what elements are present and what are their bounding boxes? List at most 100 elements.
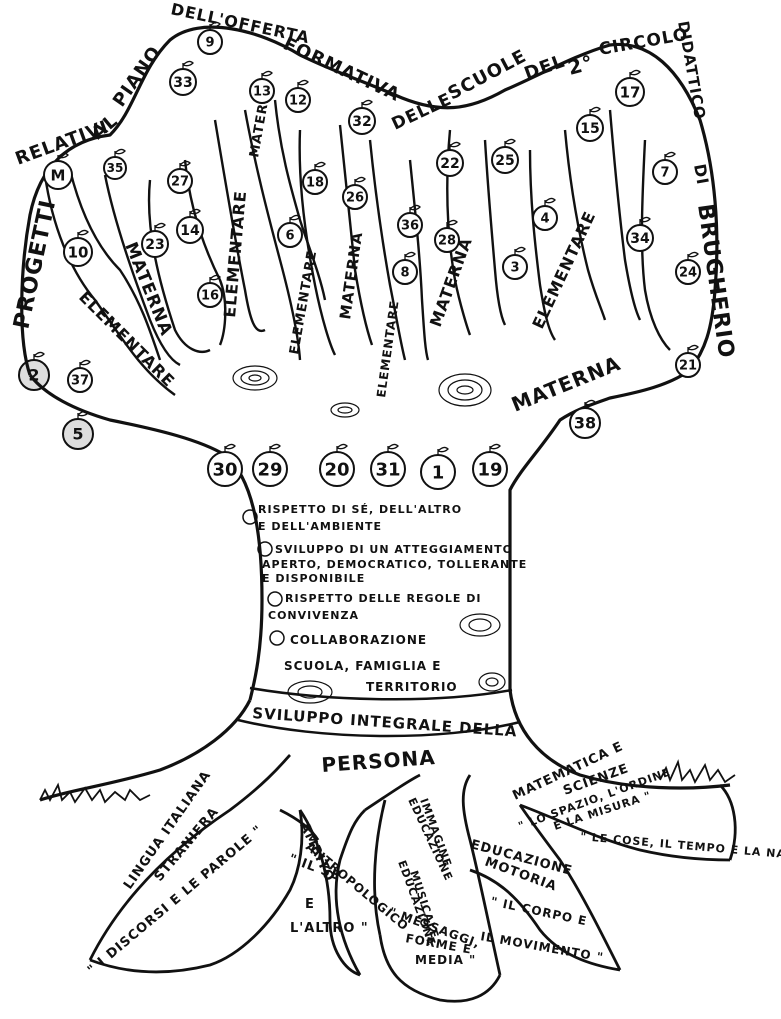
base-band-line2: PERSONA — [321, 745, 437, 777]
leaf-icon — [289, 214, 301, 223]
canopy-outline — [20, 25, 719, 690]
roots — [88, 754, 737, 1003]
fruit-35: 35 — [103, 148, 127, 180]
leaf-icon — [297, 79, 309, 88]
fruit-37: 37 — [67, 359, 93, 393]
fruit-9: 9 — [197, 21, 223, 55]
leaf-icon — [224, 443, 236, 452]
fruit-circle — [576, 114, 604, 142]
value-2: SVILUPPO DI UN ATTEGGIAMENTO APERTO, DEM… — [262, 543, 532, 585]
leaf-icon — [261, 70, 273, 79]
bullet-rose-icon — [267, 591, 283, 607]
fruit-number: 5 — [72, 425, 83, 444]
fruit-number: 7 — [660, 166, 669, 181]
fruit-10: 10 — [63, 229, 93, 267]
fruit-circle — [63, 237, 93, 267]
title-word-del: DEL — [522, 51, 568, 85]
fruit-30: 30 — [207, 443, 243, 487]
fruit-circle — [18, 359, 50, 391]
fruit-38: 38 — [569, 399, 601, 439]
fruit-34: 34 — [626, 216, 654, 252]
fruit-14: 14 — [176, 208, 204, 244]
fruit-circle — [43, 160, 73, 190]
fruit-1: 1 — [420, 446, 456, 490]
fruit-2: 2 — [18, 351, 50, 391]
leaf-icon — [664, 151, 676, 160]
fruit-29: 29 — [252, 443, 288, 487]
fruit-circle — [615, 77, 645, 107]
fruit-19: 19 — [472, 443, 508, 487]
rose-icon — [438, 373, 492, 407]
leaf-icon — [314, 161, 326, 170]
leaf-icon — [629, 69, 641, 78]
leaf-icon — [77, 229, 89, 238]
root-3-subtitle-c: MEDIA " — [415, 953, 476, 967]
fruit-23: 23 — [141, 222, 169, 258]
fruit-20: 20 — [319, 443, 355, 487]
fruit-22: 22 — [436, 141, 464, 177]
fruit-circle — [342, 184, 368, 210]
fruit-circle — [675, 259, 701, 285]
fruit-number: 8 — [400, 266, 409, 281]
fruit-circle — [392, 259, 418, 285]
fruit-number: 33 — [173, 75, 192, 91]
leaf-icon — [514, 246, 526, 255]
fruit-3: 3 — [502, 246, 528, 280]
fruit-circle — [302, 169, 328, 195]
leaf-icon — [687, 344, 699, 353]
leaf-icon — [589, 106, 601, 115]
fruit-21: 21 — [675, 344, 701, 378]
fruit-number: 3 — [510, 261, 519, 276]
fruit-circle — [167, 168, 193, 194]
root-4-subtitle-a: " IL CORPO E — [489, 894, 588, 928]
fruit-number: M — [51, 166, 66, 184]
fruit-number: 34 — [630, 231, 650, 247]
base-band: SVILUPPO INTEGRALE DELLA PERSONA — [252, 704, 518, 777]
fruit-7: 7 — [652, 151, 678, 185]
fruit-circle — [491, 146, 519, 174]
fruit-8: 8 — [392, 251, 418, 285]
fruit-number: 6 — [285, 229, 294, 244]
fruit-number: 23 — [145, 237, 164, 253]
root-2-subtitle-b: E — [305, 897, 315, 912]
fruit-circle — [319, 451, 355, 487]
fruit-36: 36 — [397, 204, 423, 238]
fruit-number: 31 — [375, 459, 400, 480]
branches — [43, 99, 671, 396]
fruit-circle — [207, 451, 243, 487]
bullet-rose-icon — [269, 630, 285, 646]
fruit-number: 10 — [68, 243, 89, 261]
fruit-circle — [420, 454, 456, 490]
leaf-icon — [404, 251, 416, 260]
fruit-circle — [252, 451, 288, 487]
title-word-didattico: DIDATTICO — [674, 20, 709, 122]
fruit-number: 9 — [205, 36, 214, 51]
fruit-28: 28 — [434, 219, 460, 253]
rose-icon — [459, 613, 501, 637]
rose-icon — [232, 365, 278, 391]
value-3: RISPETTO DELLE REGOLE DI CONVIVENZA — [268, 592, 486, 622]
leaf-icon — [33, 351, 45, 360]
leaf-icon — [336, 443, 348, 452]
fruit-33: 33 — [169, 60, 197, 96]
fruit-circle — [675, 352, 701, 378]
fruit-18: 18 — [302, 161, 328, 195]
fruit-number: 36 — [401, 219, 419, 234]
fruit-number: 2 — [28, 366, 39, 385]
root-2-subtitle-c: L'ALTRO " — [290, 921, 369, 936]
leaf-icon — [114, 148, 126, 157]
fruit-4: 4 — [532, 197, 558, 231]
title-word-scuole: SCUOLE — [444, 46, 530, 105]
fruit-circle — [370, 451, 406, 487]
leaf-icon — [361, 99, 373, 108]
rose-icon — [287, 680, 333, 704]
fruit-number: 20 — [324, 459, 349, 480]
title-word-di: DI — [690, 162, 712, 186]
fruit-12: 12 — [285, 79, 311, 113]
value-1: RISPETTO DI SÉ, DELL'ALTRO E DELL'AMBIEN… — [258, 503, 467, 533]
fruit-circle — [397, 212, 423, 238]
leaf-icon — [182, 60, 194, 69]
fruit-circle — [434, 227, 460, 253]
root-5-subtitle-c: " LE COSE, IL TEMPO E LA NATURA " — [580, 830, 781, 865]
